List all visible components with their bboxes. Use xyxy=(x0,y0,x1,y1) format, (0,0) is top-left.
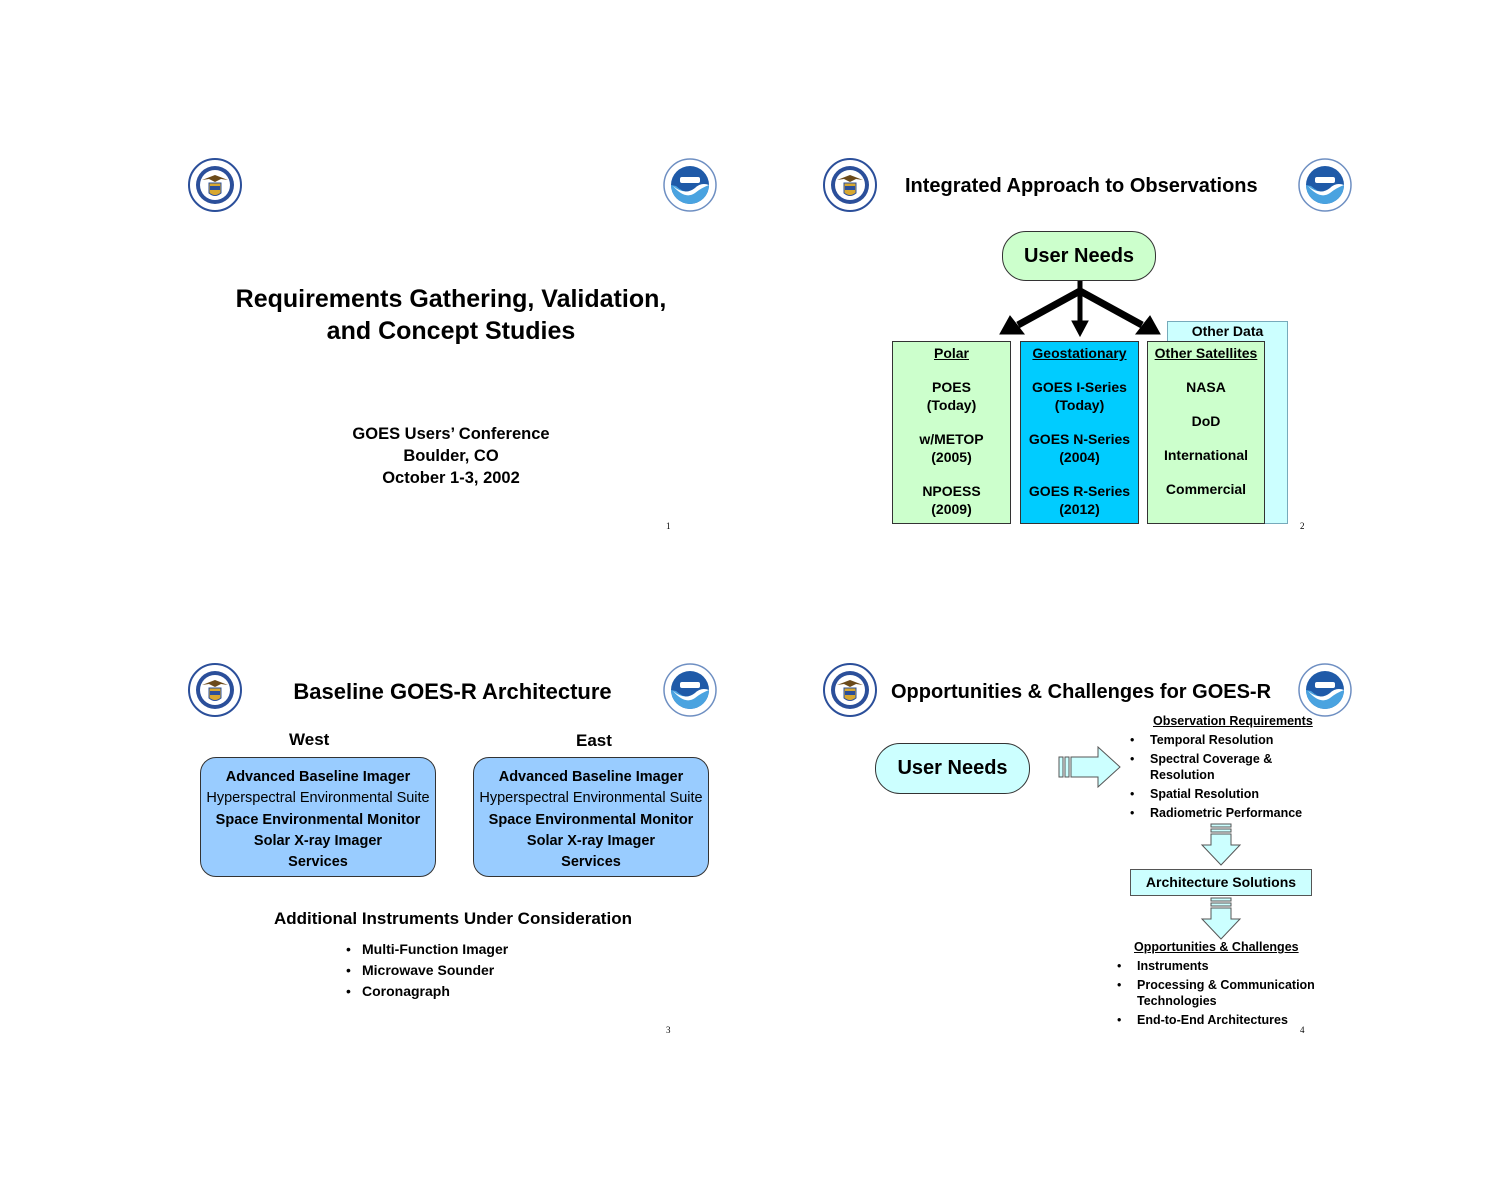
department-of-commerce-seal-icon xyxy=(823,663,877,717)
instrument-item: Space Environmental Monitor xyxy=(488,811,694,828)
other-satellites-item: DoD xyxy=(1191,413,1221,429)
conference-info: GOES Users’ Conference Boulder, CO Octob… xyxy=(185,423,717,489)
bullet-text: End-to-End Architectures xyxy=(1137,1013,1288,1027)
bullet-text: Technologies xyxy=(1137,994,1217,1008)
bullet-continuation: Technologies xyxy=(1137,993,1217,1009)
bullet-text: Instruments xyxy=(1137,959,1209,973)
conference-dates: October 1-3, 2002 xyxy=(382,469,520,487)
noaa-logo-icon xyxy=(1298,158,1352,212)
bullet-text: Spatial Resolution xyxy=(1150,787,1260,801)
polar-item: w/METOP xyxy=(919,431,984,447)
bullet-continuation: Resolution xyxy=(1150,767,1215,783)
bullet-item: •Temporal Resolution xyxy=(1130,733,1274,747)
geostationary-item: (Today) xyxy=(1054,397,1105,413)
polar-header: Polar xyxy=(933,345,969,361)
polar-item: (Today) xyxy=(926,397,977,413)
instrument-item: Solar X-ray Imager xyxy=(253,832,383,849)
bullet-text: Processing & Communication xyxy=(1137,978,1315,992)
bullet-item: •Multi-Function Imager xyxy=(346,941,509,957)
polar-item: NPOESS xyxy=(922,483,981,499)
observation-requirements-header: Observation Requirements xyxy=(1153,714,1313,728)
architecture-solutions-box: Architecture Solutions xyxy=(1130,869,1312,896)
bullet-item: •Processing & Communication xyxy=(1117,978,1315,992)
page-number: 1 xyxy=(666,521,671,531)
user-needs-box: User Needs xyxy=(1002,231,1156,281)
polar-column: Polar POES (Today) w/METOP (2005) NPOESS… xyxy=(892,341,1011,524)
noaa-logo-icon xyxy=(1298,663,1352,717)
down-arrow-icon xyxy=(1200,897,1242,940)
instrument-item: Space Environmental Monitor xyxy=(215,811,421,828)
geostationary-header: Geostationary xyxy=(1032,345,1127,361)
geostationary-column: Geostationary GOES I-Series (Today) GOES… xyxy=(1020,341,1139,524)
bullet-item: •Microwave Sounder xyxy=(346,962,495,978)
polar-item: (2009) xyxy=(931,501,972,517)
slide-3: Baseline GOES-R Architecture West East A… xyxy=(185,660,745,1060)
slide-title: Integrated Approach to Observations xyxy=(905,175,1258,197)
other-satellites-item: NASA xyxy=(1186,379,1226,395)
polar-item: POES xyxy=(932,379,971,395)
geostationary-item: (2012) xyxy=(1059,501,1100,517)
additional-instruments-title: Additional Instruments Under Considerati… xyxy=(274,909,632,928)
title-line-2: and Concept Studies xyxy=(326,317,576,345)
other-data-label: Other Data xyxy=(1191,323,1264,339)
other-satellites-item: International xyxy=(1163,447,1248,463)
polar-item: (2005) xyxy=(931,449,972,465)
department-of-commerce-seal-icon xyxy=(823,158,877,212)
slide-1: Requirements Gathering, Validation, and … xyxy=(185,155,745,555)
opportunities-challenges-header: Opportunities & Challenges xyxy=(1134,940,1299,954)
bullet-text: Spectral Coverage & xyxy=(1150,752,1273,766)
west-label: West xyxy=(289,730,330,749)
bullet-item: •Radiometric Performance xyxy=(1130,806,1303,820)
bullet-item: •Coronagraph xyxy=(346,983,450,999)
instrument-item: Advanced Baseline Imager xyxy=(225,769,411,785)
department-of-commerce-seal-icon xyxy=(188,158,242,212)
bullet-text: Coronagraph xyxy=(362,983,450,999)
slide-2: Integrated Approach to Observations User… xyxy=(820,155,1380,555)
slide-title: Opportunities & Challenges for GOES-R xyxy=(891,681,1272,703)
page-number: 3 xyxy=(666,1025,671,1035)
down-arrow-icon xyxy=(1200,823,1242,866)
other-satellites-item: Commercial xyxy=(1165,481,1247,497)
page-number: 4 xyxy=(1300,1025,1305,1035)
title-line-1: Requirements Gathering, Validation, xyxy=(235,285,667,313)
instrument-item: Services xyxy=(288,854,348,871)
page-number: 2 xyxy=(1300,521,1305,531)
geostationary-item: GOES R-Series xyxy=(1028,483,1131,499)
west-instruments-box: Advanced Baseline Imager Hyperspectral E… xyxy=(200,757,436,877)
slide-title: Baseline GOES-R Architecture xyxy=(293,679,612,704)
bullet-text: Temporal Resolution xyxy=(1150,733,1274,747)
slide-title: Requirements Gathering, Validation, and … xyxy=(185,283,717,347)
instrument-item: Hyperspectral Environmental Suite xyxy=(206,790,430,807)
conference-name: GOES Users’ Conference xyxy=(352,425,550,443)
bullet-text: Multi-Function Imager xyxy=(362,941,509,957)
other-satellites-header: Other Satellites xyxy=(1154,345,1258,361)
bullet-item: •Instruments xyxy=(1117,959,1209,973)
right-arrow-icon xyxy=(1058,746,1121,788)
geostationary-item: GOES N-Series xyxy=(1028,431,1131,447)
branch-arrows xyxy=(999,281,1161,338)
instrument-item: Hyperspectral Environmental Suite xyxy=(479,790,703,807)
bullet-text: Resolution xyxy=(1150,768,1215,782)
other-satellites-column: Other Satellites NASA DoD International … xyxy=(1147,341,1265,524)
bullet-text: Microwave Sounder xyxy=(362,962,495,978)
noaa-logo-icon xyxy=(663,158,717,212)
bullet-text: Radiometric Performance xyxy=(1150,806,1303,820)
bullet-item: •Spectral Coverage & xyxy=(1130,752,1273,766)
slide-4: Opportunities & Challenges for GOES-R Us… xyxy=(820,660,1380,1060)
geostationary-item: GOES I-Series xyxy=(1032,379,1127,395)
instrument-item: Advanced Baseline Imager xyxy=(498,769,684,785)
conference-location: Boulder, CO xyxy=(403,447,499,465)
bullet-item: •Spatial Resolution xyxy=(1130,787,1260,801)
geostationary-item: (2004) xyxy=(1059,449,1100,465)
instrument-item: Solar X-ray Imager xyxy=(526,832,656,849)
user-needs-box: User Needs xyxy=(875,743,1030,794)
instrument-item: Services xyxy=(561,854,621,871)
east-instruments-box: Advanced Baseline Imager Hyperspectral E… xyxy=(473,757,709,877)
east-label: East xyxy=(576,731,612,750)
bullet-item: •End-to-End Architectures xyxy=(1117,1013,1288,1027)
